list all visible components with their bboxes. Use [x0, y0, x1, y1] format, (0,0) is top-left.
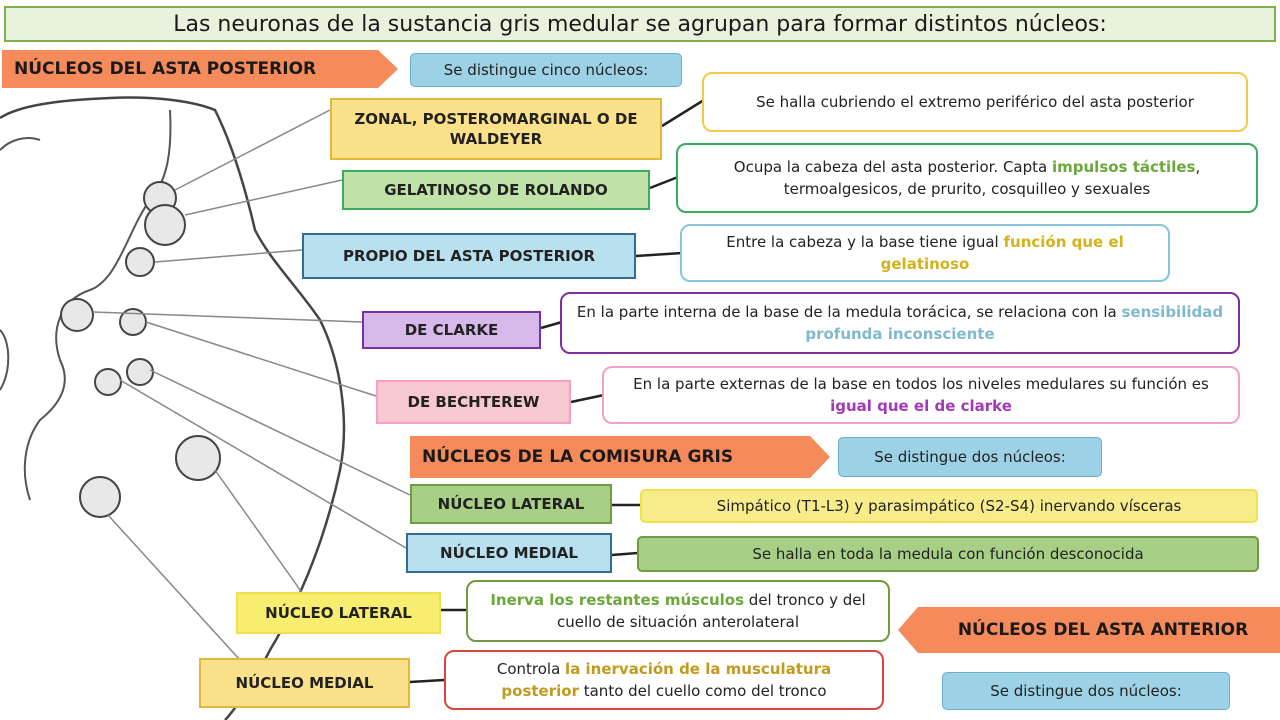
label-commissure-lateral: NÚCLEO LATERAL: [410, 484, 612, 524]
nucleus-circle: [175, 435, 221, 481]
nucleus-circle: [125, 247, 155, 277]
posterior-horn-banner: NÚCLEOS DEL ASTA POSTERIOR: [2, 50, 398, 88]
label-anterior-medial: NÚCLEO MEDIAL: [199, 658, 410, 708]
desc-bechterew: En la parte externas de la base en todos…: [602, 366, 1240, 424]
nucleus-circle: [60, 298, 94, 332]
desc-rolando: Ocupa la cabeza del asta posterior. Capt…: [676, 143, 1258, 213]
desc-anterior-medial: Controla la inervación de la musculatura…: [444, 650, 884, 710]
desc-commissure-lateral: Simpático (T1-L3) y parasimpático (S2-S4…: [640, 489, 1258, 523]
commissure-banner: NÚCLEOS DE LA COMISURA GRIS: [410, 436, 830, 478]
page-title: Las neuronas de la sustancia gris medula…: [4, 6, 1276, 42]
desc-waldeyer: Se halla cubriendo el extremo periférico…: [702, 72, 1248, 132]
nucleus-circle: [144, 204, 186, 246]
nucleus-circle: [126, 358, 154, 386]
nucleus-circle: [79, 476, 121, 518]
label-clarke: DE CLARKE: [362, 311, 541, 349]
desc-clarke: En la parte interna de la base de la med…: [560, 292, 1240, 354]
desc-propio: Entre la cabeza y la base tiene igual fu…: [680, 224, 1170, 282]
label-anterior-lateral: NÚCLEO LATERAL: [236, 592, 441, 634]
label-rolando: GELATINOSO DE ROLANDO: [342, 170, 650, 210]
label-propio: PROPIO DEL ASTA POSTERIOR: [302, 233, 636, 279]
desc-commissure-medial: Se halla en toda la medula con función d…: [637, 536, 1259, 572]
posterior-info: Se distingue cinco núcleos:: [410, 53, 682, 87]
gray-matter-outline: [23, 109, 172, 501]
commissure-info: Se distingue dos núcleos:: [838, 437, 1102, 477]
desc-anterior-lateral: Inerva los restantes músculos del tronco…: [466, 580, 890, 642]
anterior-info: Se distingue dos núcleos:: [942, 672, 1230, 710]
label-bechterew: DE BECHTEREW: [376, 380, 571, 424]
nucleus-circle: [94, 368, 122, 396]
anterior-horn-banner: NÚCLEOS DEL ASTA ANTERIOR: [898, 607, 1280, 653]
label-waldeyer: ZONAL, POSTEROMARGINAL O DE WALDEYER: [330, 98, 662, 160]
label-commissure-medial: NÚCLEO MEDIAL: [406, 533, 612, 573]
